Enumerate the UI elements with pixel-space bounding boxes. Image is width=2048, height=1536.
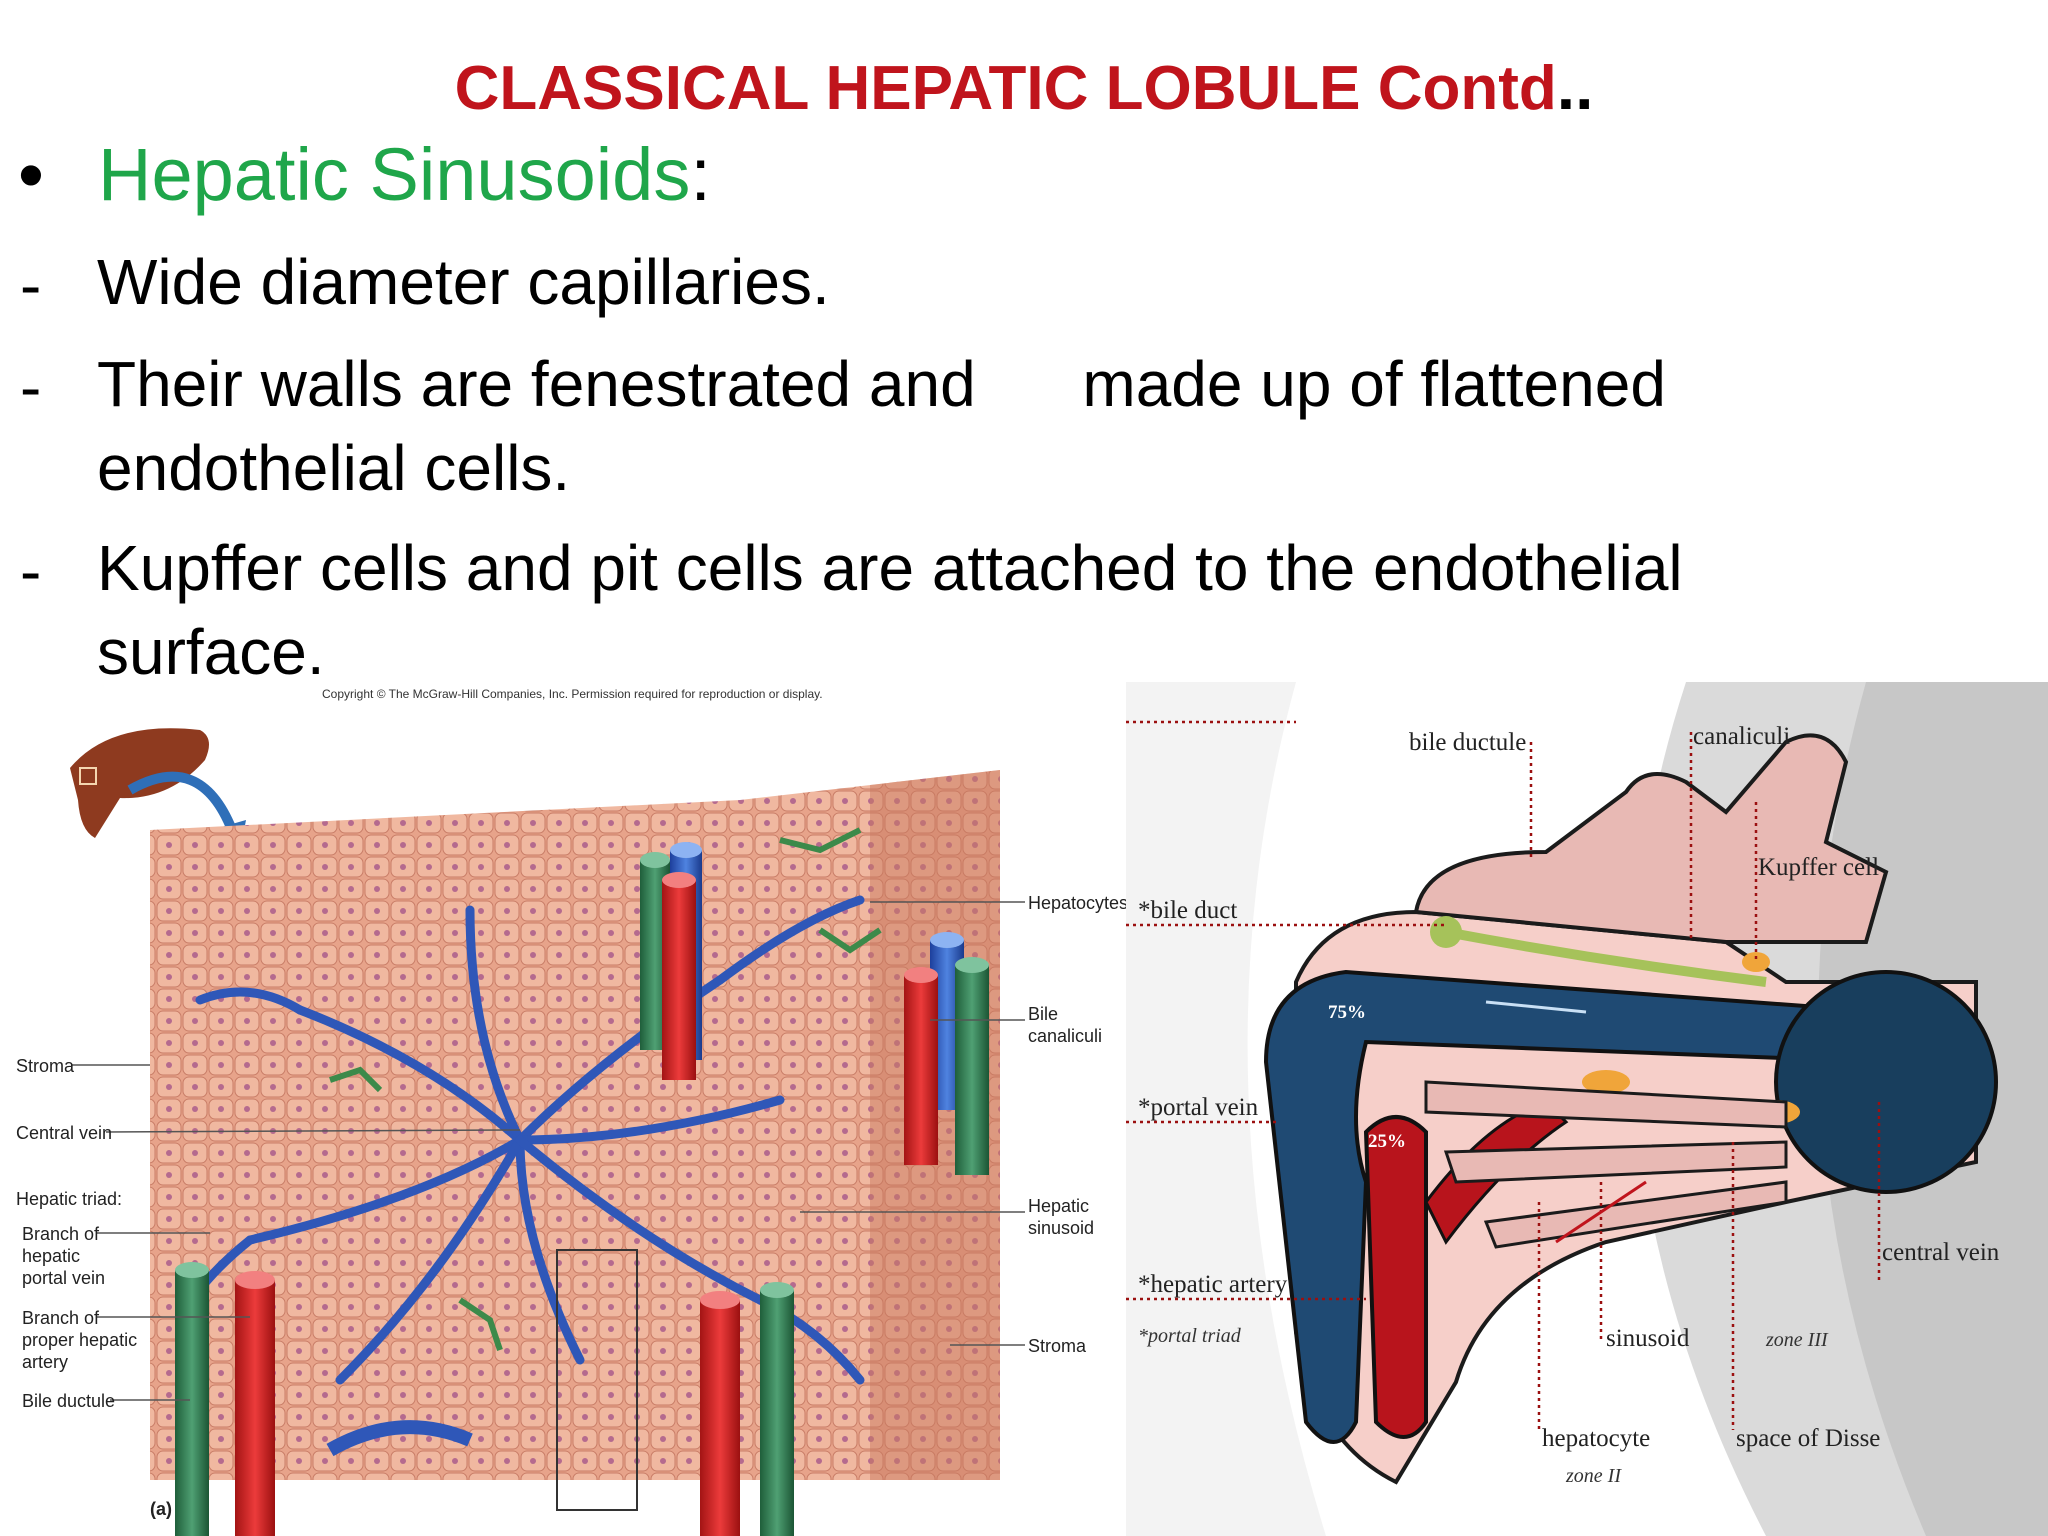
label-portal-1: Branch of	[22, 1224, 100, 1244]
label-portal-3: portal vein	[22, 1268, 105, 1288]
label-b-portal-vein: *portal vein	[1138, 1094, 1259, 1121]
item-3-dash: -	[20, 535, 42, 607]
label-b-zone-ii: zone II	[1565, 1465, 1622, 1487]
label-b-canaliculi: canaliculi	[1693, 723, 1790, 750]
label-bile-canaliculi-2: canaliculi	[1028, 1026, 1102, 1046]
label-hepatic-sinusoid-1: Hepatic	[1028, 1196, 1089, 1216]
label-artery-3: artery	[22, 1352, 68, 1372]
item-3-line-1: Kupffer cells and pit cells are attached…	[97, 532, 1683, 604]
arrow-icon	[127, 771, 237, 832]
label-b-space-of-disse: space of Disse	[1736, 1425, 1880, 1452]
label-hepatic-sinusoid-2: sinusoid	[1028, 1218, 1094, 1238]
label-artery-1: Branch of	[22, 1308, 100, 1328]
label-artery-2: proper hepatic	[22, 1330, 137, 1350]
heading-punct: :	[690, 133, 711, 216]
bullet-marker: •	[18, 133, 44, 216]
slide-title-text: CLASSICAL HEPATIC LOBULE Contd	[454, 54, 1557, 123]
item-2-line-2: endothelial cells.	[97, 432, 571, 504]
central-vein-circle	[1774, 970, 1998, 1194]
label-b-bile-duct: *bile duct	[1138, 897, 1237, 924]
slide-title-dots: ..	[1556, 49, 1594, 123]
label-panel-a: (a)	[150, 1499, 172, 1519]
vessel-group-right	[904, 932, 989, 1175]
label-b-bile-ductule: bile ductule	[1409, 729, 1526, 756]
item-2-line-1: Their walls are fenestrated and made up …	[97, 348, 1666, 420]
item-1-dash: -	[20, 249, 42, 321]
slide-title: CLASSICAL HEPATIC LOBULE Contd..	[0, 48, 2048, 124]
label-stroma-right: Stroma	[1028, 1336, 1087, 1356]
figure-a-copyright: Copyright © The McGraw-Hill Companies, I…	[322, 687, 823, 701]
label-b-central-vein: central vein	[1882, 1239, 2000, 1266]
bullet-heading: • Hepatic Sinusoids:	[18, 132, 711, 217]
vessel-group-top	[640, 842, 702, 1080]
figure-lobule-block: Copyright © The McGraw-Hill Companies, I…	[16, 687, 1126, 1536]
vessel-group-bottom-left	[175, 1262, 275, 1536]
label-b-hepatic-artery: *hepatic artery	[1138, 1271, 1288, 1298]
item-2-dash: -	[20, 351, 42, 423]
label-portal-2: hepatic	[22, 1246, 80, 1266]
figure-portal-schematic: bile ductule canaliculi Kupffer cell *bi…	[1126, 682, 2048, 1536]
item-1-line-1: Wide diameter capillaries.	[97, 246, 830, 318]
heading-hepatic-sinusoids: Hepatic Sinusoids	[98, 133, 691, 216]
label-b-kupffer-cell: Kupffer cell	[1758, 854, 1879, 881]
label-b-portal-triad: *portal triad	[1138, 1325, 1242, 1347]
label-central-vein: Central vein	[16, 1123, 112, 1143]
label-b-hepatocyte: hepatocyte	[1542, 1425, 1650, 1452]
item-3-line-2: surface.	[97, 616, 325, 688]
label-bile-canaliculi-1: Bile	[1028, 1004, 1058, 1024]
label-b-pct-portal: 75%	[1328, 1002, 1366, 1023]
label-bile-ductule: Bile ductule	[22, 1391, 115, 1411]
label-b-zone-iii: zone III	[1765, 1329, 1829, 1351]
label-stroma-left: Stroma	[16, 1056, 75, 1076]
label-hepatocytes: Hepatocytes	[1028, 893, 1126, 913]
label-b-sinusoid: sinusoid	[1606, 1325, 1690, 1352]
vessel-group-bottom-mid	[700, 1282, 794, 1536]
label-b-pct-artery: 25%	[1368, 1131, 1406, 1152]
label-hepatic-triad: Hepatic triad:	[16, 1189, 122, 1209]
kupffer-cell-shape	[1582, 1070, 1630, 1094]
